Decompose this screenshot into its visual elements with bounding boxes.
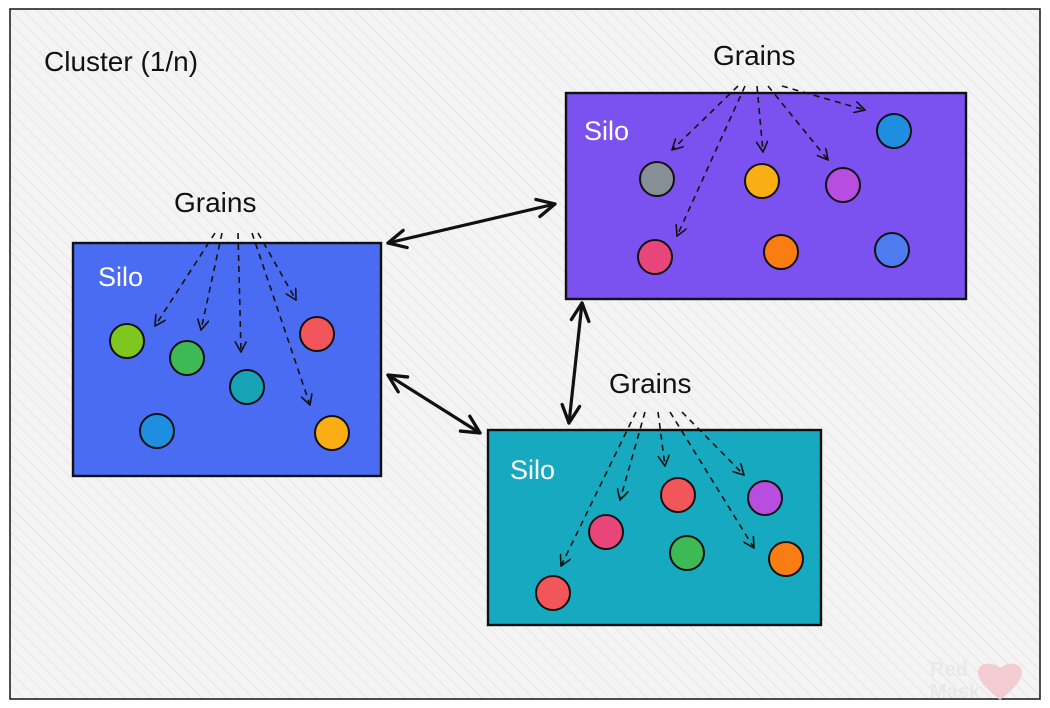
connection-arrow-left-top [386, 197, 557, 250]
grain [876, 113, 912, 149]
connection-arrow-left-bottom [386, 373, 482, 435]
connections [386, 197, 591, 435]
grain [535, 575, 571, 611]
watermark-text: Mask [930, 681, 981, 703]
grain [314, 415, 350, 451]
silo-left: Silo Grains [71, 187, 383, 478]
grain [669, 535, 705, 571]
grain [763, 234, 799, 270]
silo-top-right: Silo Grains [564, 40, 968, 301]
silo-label: Silo [510, 455, 555, 485]
watermark-logo: Red Mask [930, 659, 1022, 703]
grains-label: Grains [713, 40, 795, 71]
silo-bottom-right: Silo Grains [486, 368, 823, 627]
grain [660, 477, 696, 513]
grain-arrows [672, 85, 865, 236]
grain [169, 340, 205, 376]
grain [639, 161, 675, 197]
silo-label: Silo [584, 116, 629, 146]
grain-arrows [155, 232, 310, 405]
grain [139, 413, 175, 449]
grain [588, 514, 624, 550]
grain [768, 541, 804, 577]
watermark-text: Red [930, 659, 968, 681]
connection-arrow-top-bottom [560, 301, 591, 425]
grains-label: Grains [609, 368, 691, 399]
grain [874, 232, 910, 268]
grains-label: Grains [174, 187, 256, 218]
grain [744, 163, 780, 199]
silo-label: Silo [98, 262, 143, 292]
heart-icon [978, 663, 1022, 700]
grain [637, 239, 673, 275]
grain-arrows [561, 411, 754, 566]
grain [747, 480, 783, 516]
cluster-label: Cluster (1/n) [44, 46, 198, 77]
grain [109, 323, 145, 359]
grain [299, 316, 335, 352]
grain [229, 369, 265, 405]
grain [825, 167, 861, 203]
